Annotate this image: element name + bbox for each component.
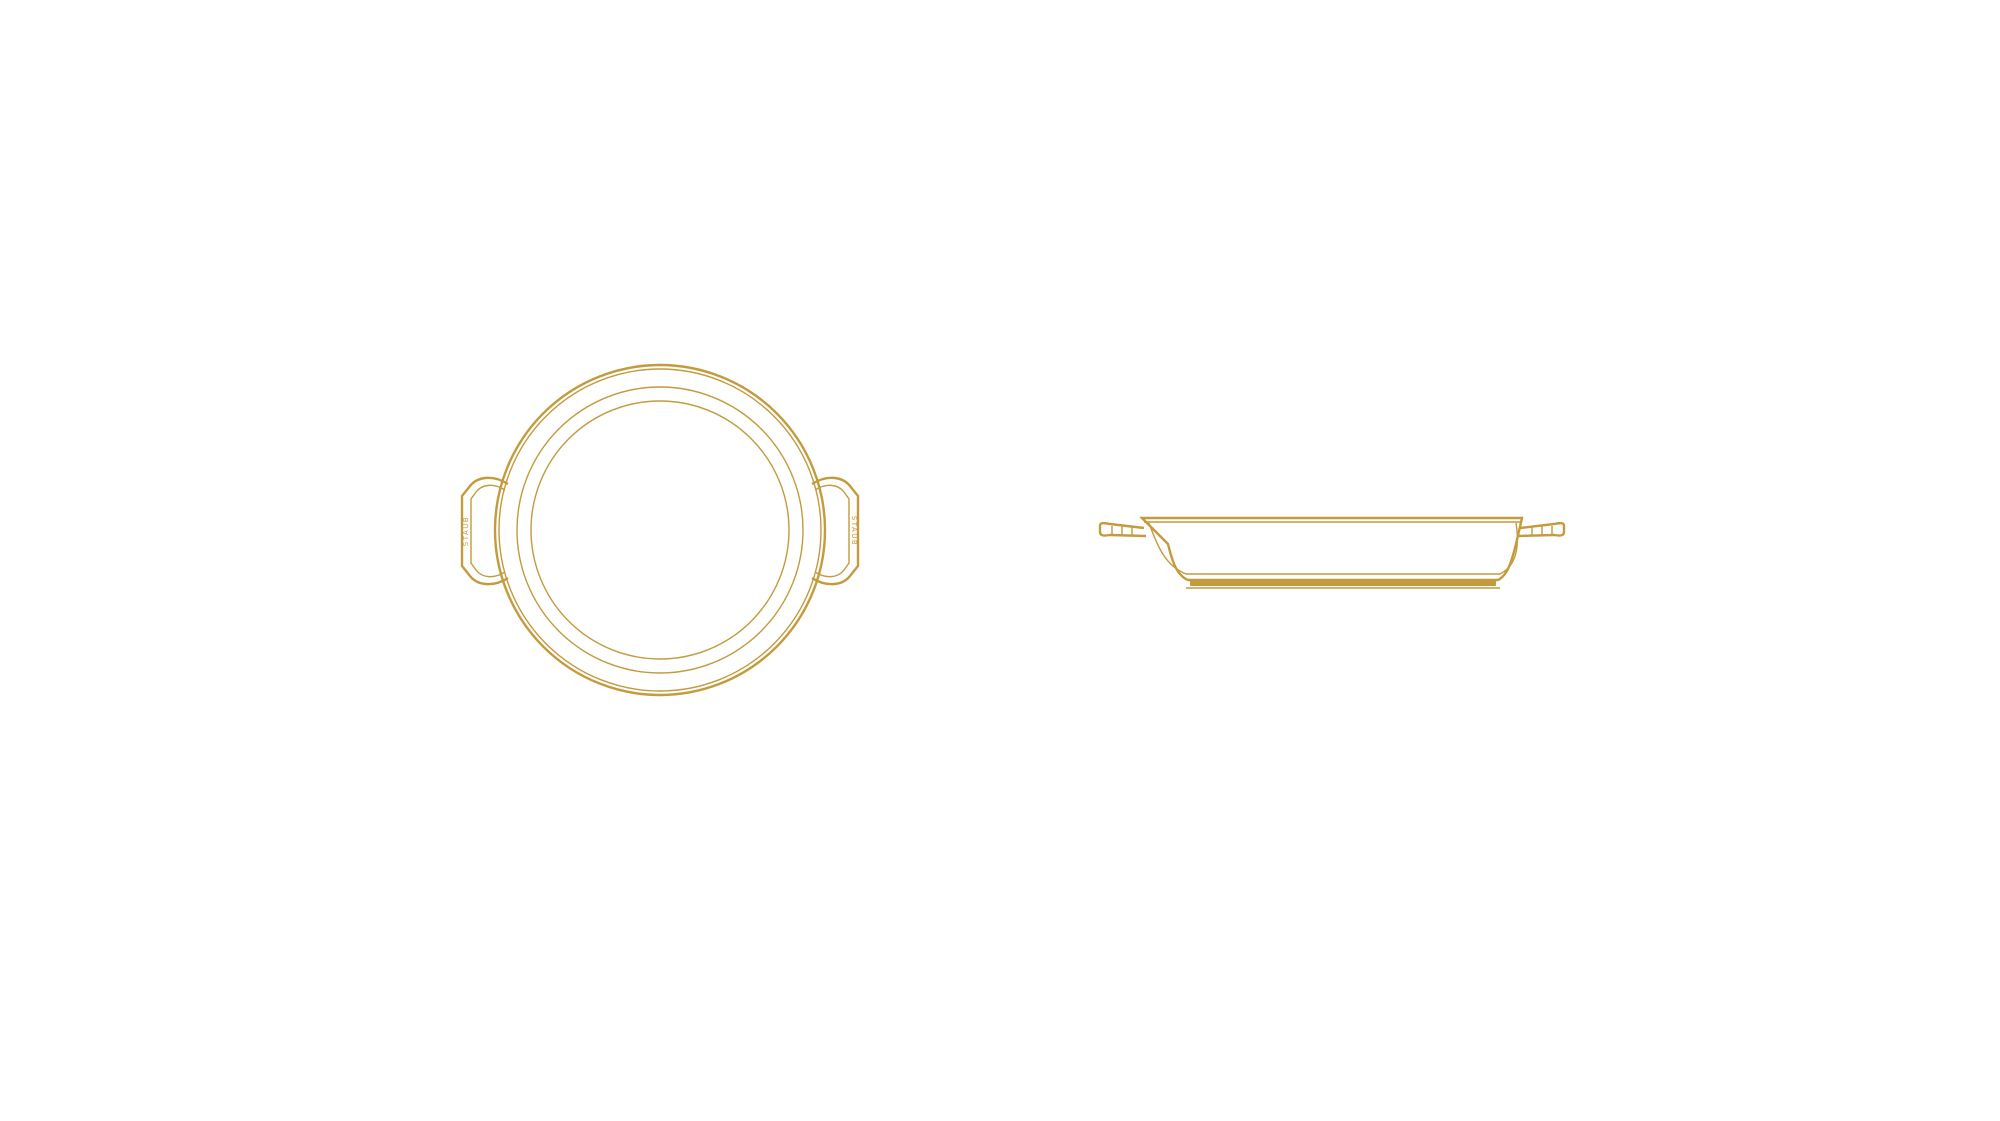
pan-cooking-surface [530, 400, 790, 660]
left-handle: STAUB [460, 476, 509, 586]
side-left-handle [1098, 521, 1147, 538]
pan-outer-rim [493, 363, 827, 697]
pan-rim-inner-edge [498, 368, 822, 692]
right-handle-brand-mark: STAUB [850, 516, 858, 546]
left-handle-brand-mark: STAUB [462, 516, 470, 546]
pan-side-view [1098, 516, 1566, 589]
right-handle: STAUB [811, 476, 860, 586]
pan-side-body [1139, 516, 1524, 582]
side-right-handle [1517, 521, 1566, 538]
pan-top-view: STAUB STAUB [460, 363, 860, 697]
pan-wall-ring [516, 386, 804, 674]
pan-side-base [1190, 580, 1496, 586]
pan-side-inner-wall [1148, 522, 1519, 575]
